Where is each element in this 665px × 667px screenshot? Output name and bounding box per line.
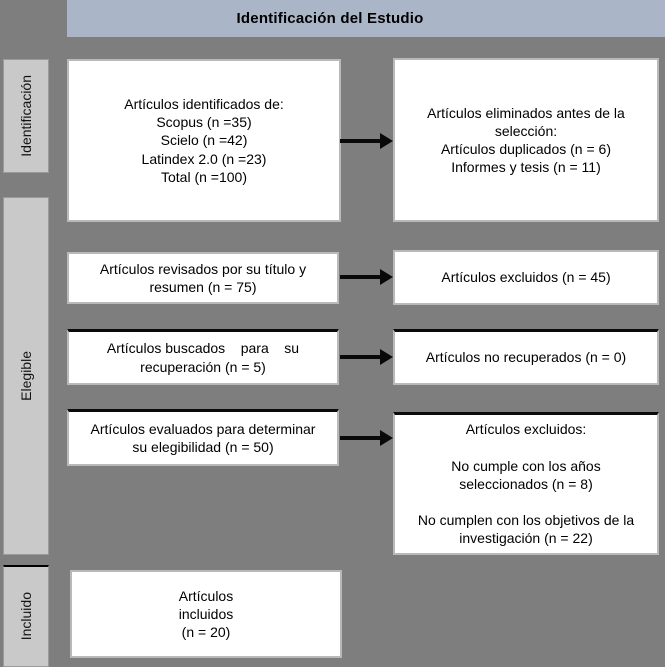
diagram-title: Identificación del Estudio bbox=[236, 10, 424, 27]
arrow-shaft bbox=[340, 436, 382, 440]
box-articles-included: Artículos incluidos (n = 20) bbox=[70, 570, 342, 658]
box-articles-sought: Artículos buscados para su recuperación … bbox=[67, 329, 339, 385]
arrow-head bbox=[380, 269, 393, 285]
box-articles-excluded-eligibility: Artículos excluidos: No cumple con los a… bbox=[393, 412, 659, 555]
arrow-head bbox=[380, 430, 393, 446]
diagram-header: Identificación del Estudio bbox=[67, 0, 665, 37]
stage-label-identificacion-text: Identificación bbox=[18, 75, 34, 157]
arrow-head bbox=[380, 133, 393, 149]
box-articles-removed-before-screening: Artículos eliminados antes de la selecci… bbox=[393, 58, 659, 222]
stage-label-elegible: Elegible bbox=[3, 197, 49, 555]
stage-label-elegible-text: Elegible bbox=[18, 351, 34, 401]
box-articles-screened: Artículos revisados por su título y resu… bbox=[67, 252, 339, 304]
arrow-right-icon bbox=[340, 349, 393, 365]
arrow-shaft bbox=[340, 355, 382, 359]
box-articles-not-retrieved: Artículos no recuperados (n = 0) bbox=[393, 329, 659, 385]
box-articles-identified: Artículos identificados de: Scopus (n =3… bbox=[67, 59, 341, 222]
box-articles-assessed: Artículos evaluados para determinar su e… bbox=[67, 409, 339, 466]
arrow-right-icon bbox=[340, 269, 393, 285]
arrow-head bbox=[380, 349, 393, 365]
stage-label-incluido: Incluido bbox=[3, 565, 49, 667]
arrow-shaft bbox=[340, 275, 382, 279]
arrow-right-icon bbox=[340, 133, 393, 149]
box-articles-excluded-screening: Artículos excluidos (n = 45) bbox=[393, 250, 659, 305]
stage-label-identificacion: Identificación bbox=[3, 59, 49, 173]
stage-label-incluido-text: Incluido bbox=[18, 592, 34, 641]
arrow-shaft bbox=[340, 139, 382, 143]
arrow-right-icon bbox=[340, 430, 393, 446]
